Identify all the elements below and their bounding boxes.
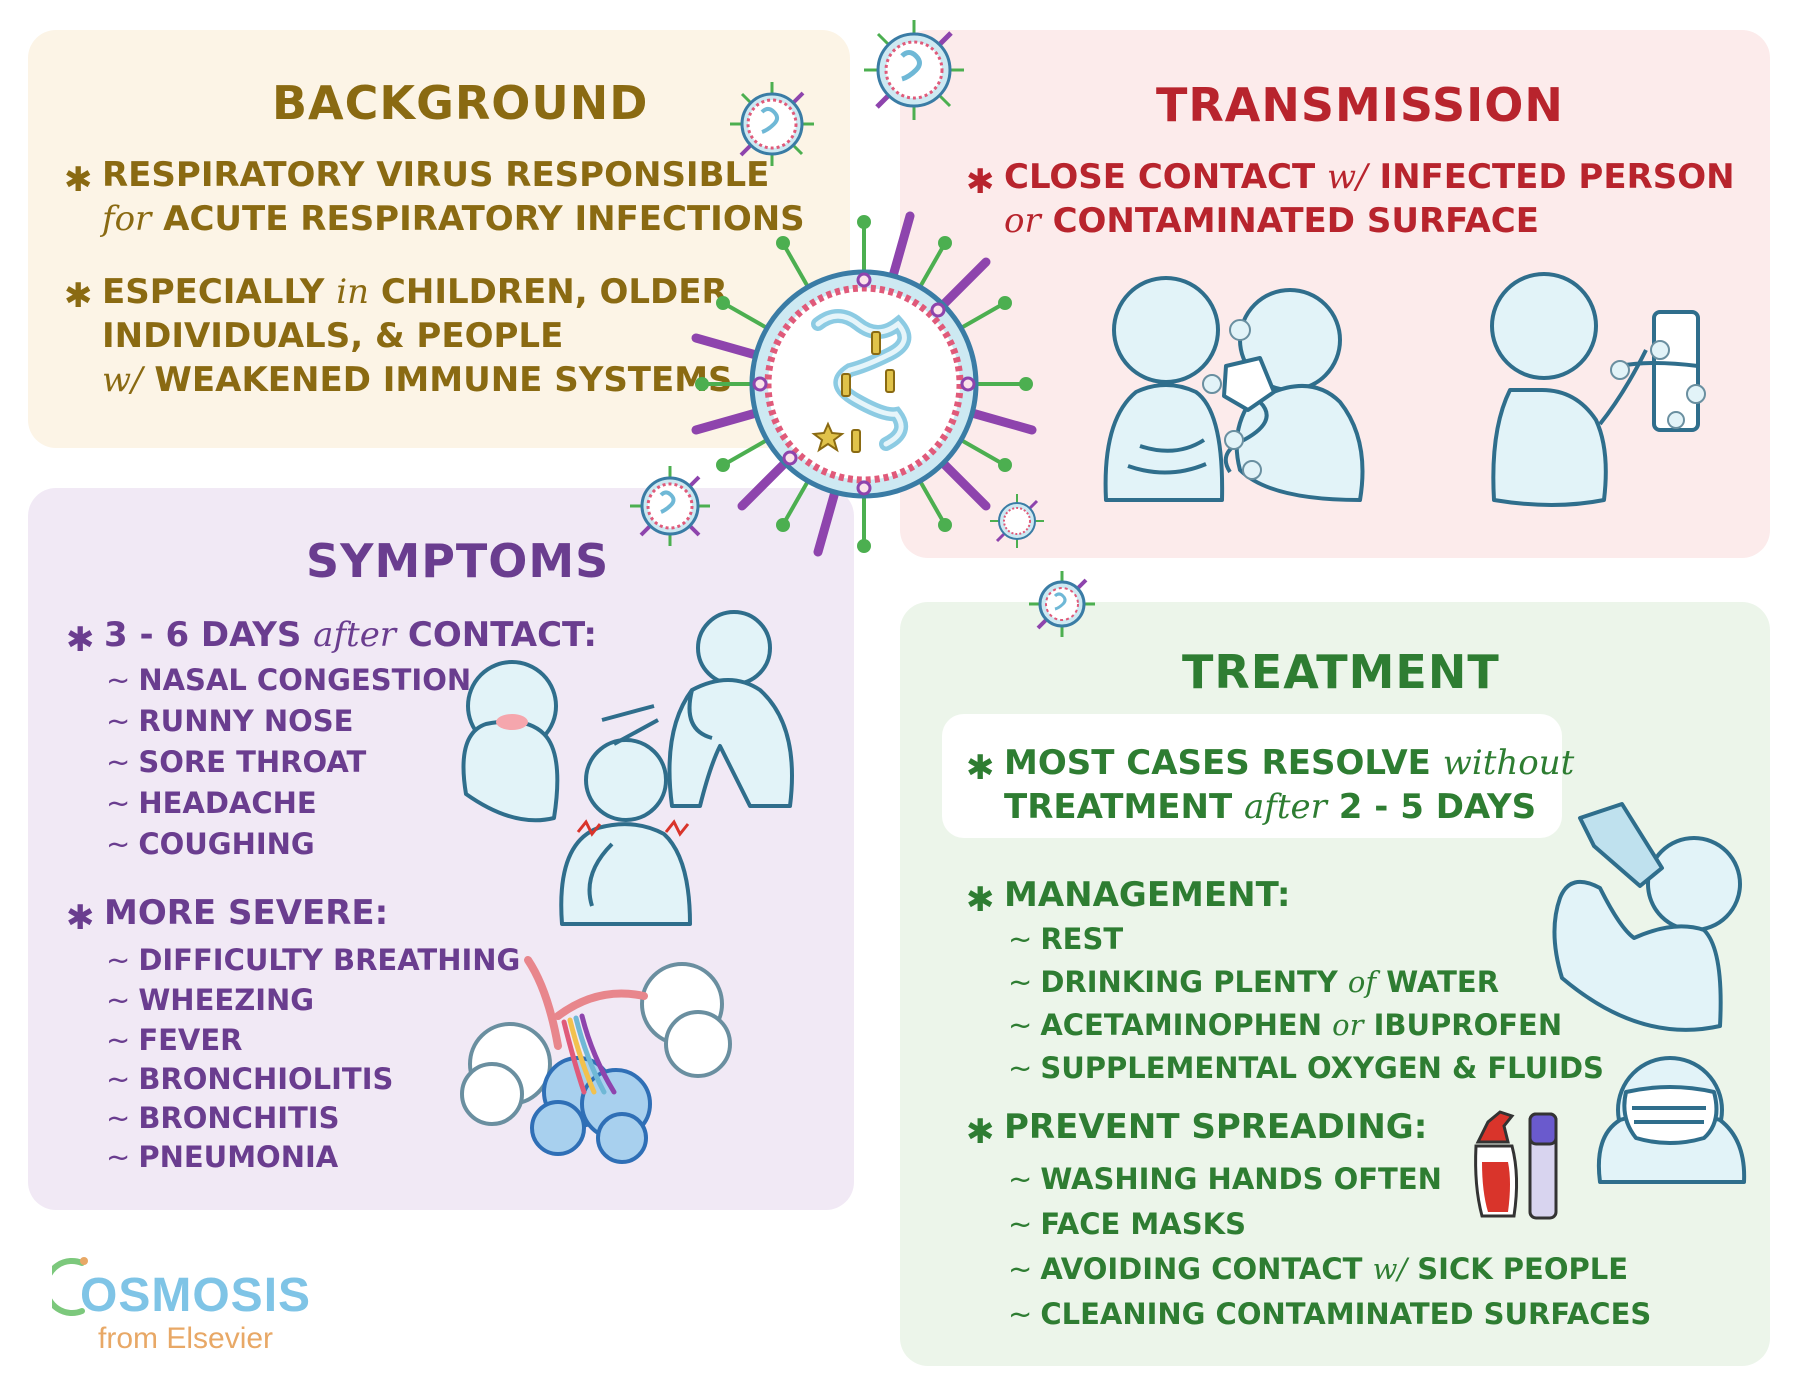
prevent-item: ~WASHING HANDS OFTEN	[1008, 1162, 1442, 1196]
treatment-note-line-2: TREATMENT after 2 - 5 DAYS	[1004, 787, 1537, 827]
management-item: ~SUPPLEMENTAL OXYGEN & FLUIDS	[1008, 1051, 1604, 1085]
virus-icon	[630, 466, 710, 546]
prevent-item: ~CLEANING CONTAMINATED SURFACES	[1008, 1297, 1652, 1331]
symptom-item: ~NASAL CONGESTION	[106, 663, 472, 697]
asterisk-icon: ✱	[66, 898, 95, 938]
symptom-item: ~FEVER	[106, 1023, 243, 1057]
asterisk-icon: ✱	[966, 162, 995, 202]
management-item: ~DRINKING PLENTY of WATER	[1008, 965, 1500, 999]
asterisk-icon: ✱	[64, 160, 93, 200]
background-bullet-2-line-2: INDIVIDUALS, & PEOPLE	[102, 316, 564, 356]
symptom-item: ~DIFFICULTY BREATHING	[106, 943, 521, 977]
virus-icon	[730, 82, 814, 166]
symptoms-group-1-title: 3 - 6 DAYS after CONTACT:	[104, 615, 597, 655]
brand-subtitle: from Elsevier	[98, 1322, 274, 1355]
virus-icon	[864, 20, 964, 120]
prevent-item: ~FACE MASKS	[1008, 1207, 1246, 1241]
symptom-item: ~SORE THROAT	[106, 745, 367, 779]
symptoms-illustration	[460, 610, 794, 1164]
background-bullet-1-line-1: RESPIRATORY VIRUS RESPONSIBLE	[102, 155, 770, 195]
symptoms-heading: SYMPTOMS	[306, 534, 610, 588]
transmission-illustration	[1103, 272, 1706, 507]
treatment-note-line-1: MOST CASES RESOLVE without	[1004, 743, 1575, 783]
asterisk-icon: ✱	[966, 1112, 995, 1152]
background-bullet-1-line-2: for ACUTE RESPIRATORY INFECTIONS	[102, 199, 805, 239]
treatment-note-card	[942, 714, 1562, 838]
cleaning-bottles-icon	[1474, 1110, 1558, 1220]
osmosis-logo-icon	[52, 1257, 88, 1316]
prevent-item: ~AVOIDING CONTACT w/ SICK PEOPLE	[1008, 1252, 1629, 1286]
symptom-item: ~WHEEZING	[106, 983, 315, 1017]
background-heading: BACKGROUND	[272, 76, 649, 130]
symptom-item: ~BRONCHIOLITIS	[106, 1062, 394, 1096]
asterisk-icon: ✱	[966, 748, 995, 788]
asterisk-icon: ✱	[66, 620, 95, 660]
symptom-item: ~HEADACHE	[106, 786, 317, 820]
symptoms-group-2-title: MORE SEVERE:	[104, 893, 389, 933]
treatment-illustration	[1552, 802, 1747, 1184]
symptoms-panel	[28, 488, 854, 1210]
symptom-item: ~PNEUMONIA	[106, 1140, 339, 1174]
asterisk-icon: ✱	[64, 276, 93, 316]
virus-icon	[990, 494, 1044, 548]
transmission-heading: TRANSMISSION	[1156, 78, 1564, 132]
brand-name: OSMOSIS	[80, 1269, 312, 1322]
central-virus-illustration	[691, 211, 1037, 557]
prevent-title: PREVENT SPREADING:	[1004, 1107, 1428, 1147]
management-item: ~REST	[1008, 922, 1124, 956]
symptom-item: ~RUNNY NOSE	[106, 704, 354, 738]
management-title: MANAGEMENT:	[1004, 875, 1291, 915]
transmission-line-1: CLOSE CONTACT w/ INFECTED PERSON	[1004, 157, 1735, 197]
management-item: ~ACETAMINOPHEN or IBUPROFEN	[1008, 1008, 1563, 1042]
transmission-line-2: or CONTAMINATED SURFACE	[1004, 201, 1539, 241]
symptom-item: ~COUGHING	[106, 827, 315, 861]
asterisk-icon: ✱	[966, 880, 995, 920]
background-bullet-2-line-3: w/ WEAKENED IMMUNE SYSTEMS	[102, 360, 733, 400]
background-bullet-2-line-1: ESPECIALLY in CHILDREN, OLDER	[102, 272, 728, 312]
treatment-heading: TREATMENT	[1182, 645, 1500, 699]
background-panel	[28, 30, 850, 448]
symptom-item: ~BRONCHITIS	[106, 1101, 340, 1135]
virus-icon	[1029, 571, 1095, 637]
